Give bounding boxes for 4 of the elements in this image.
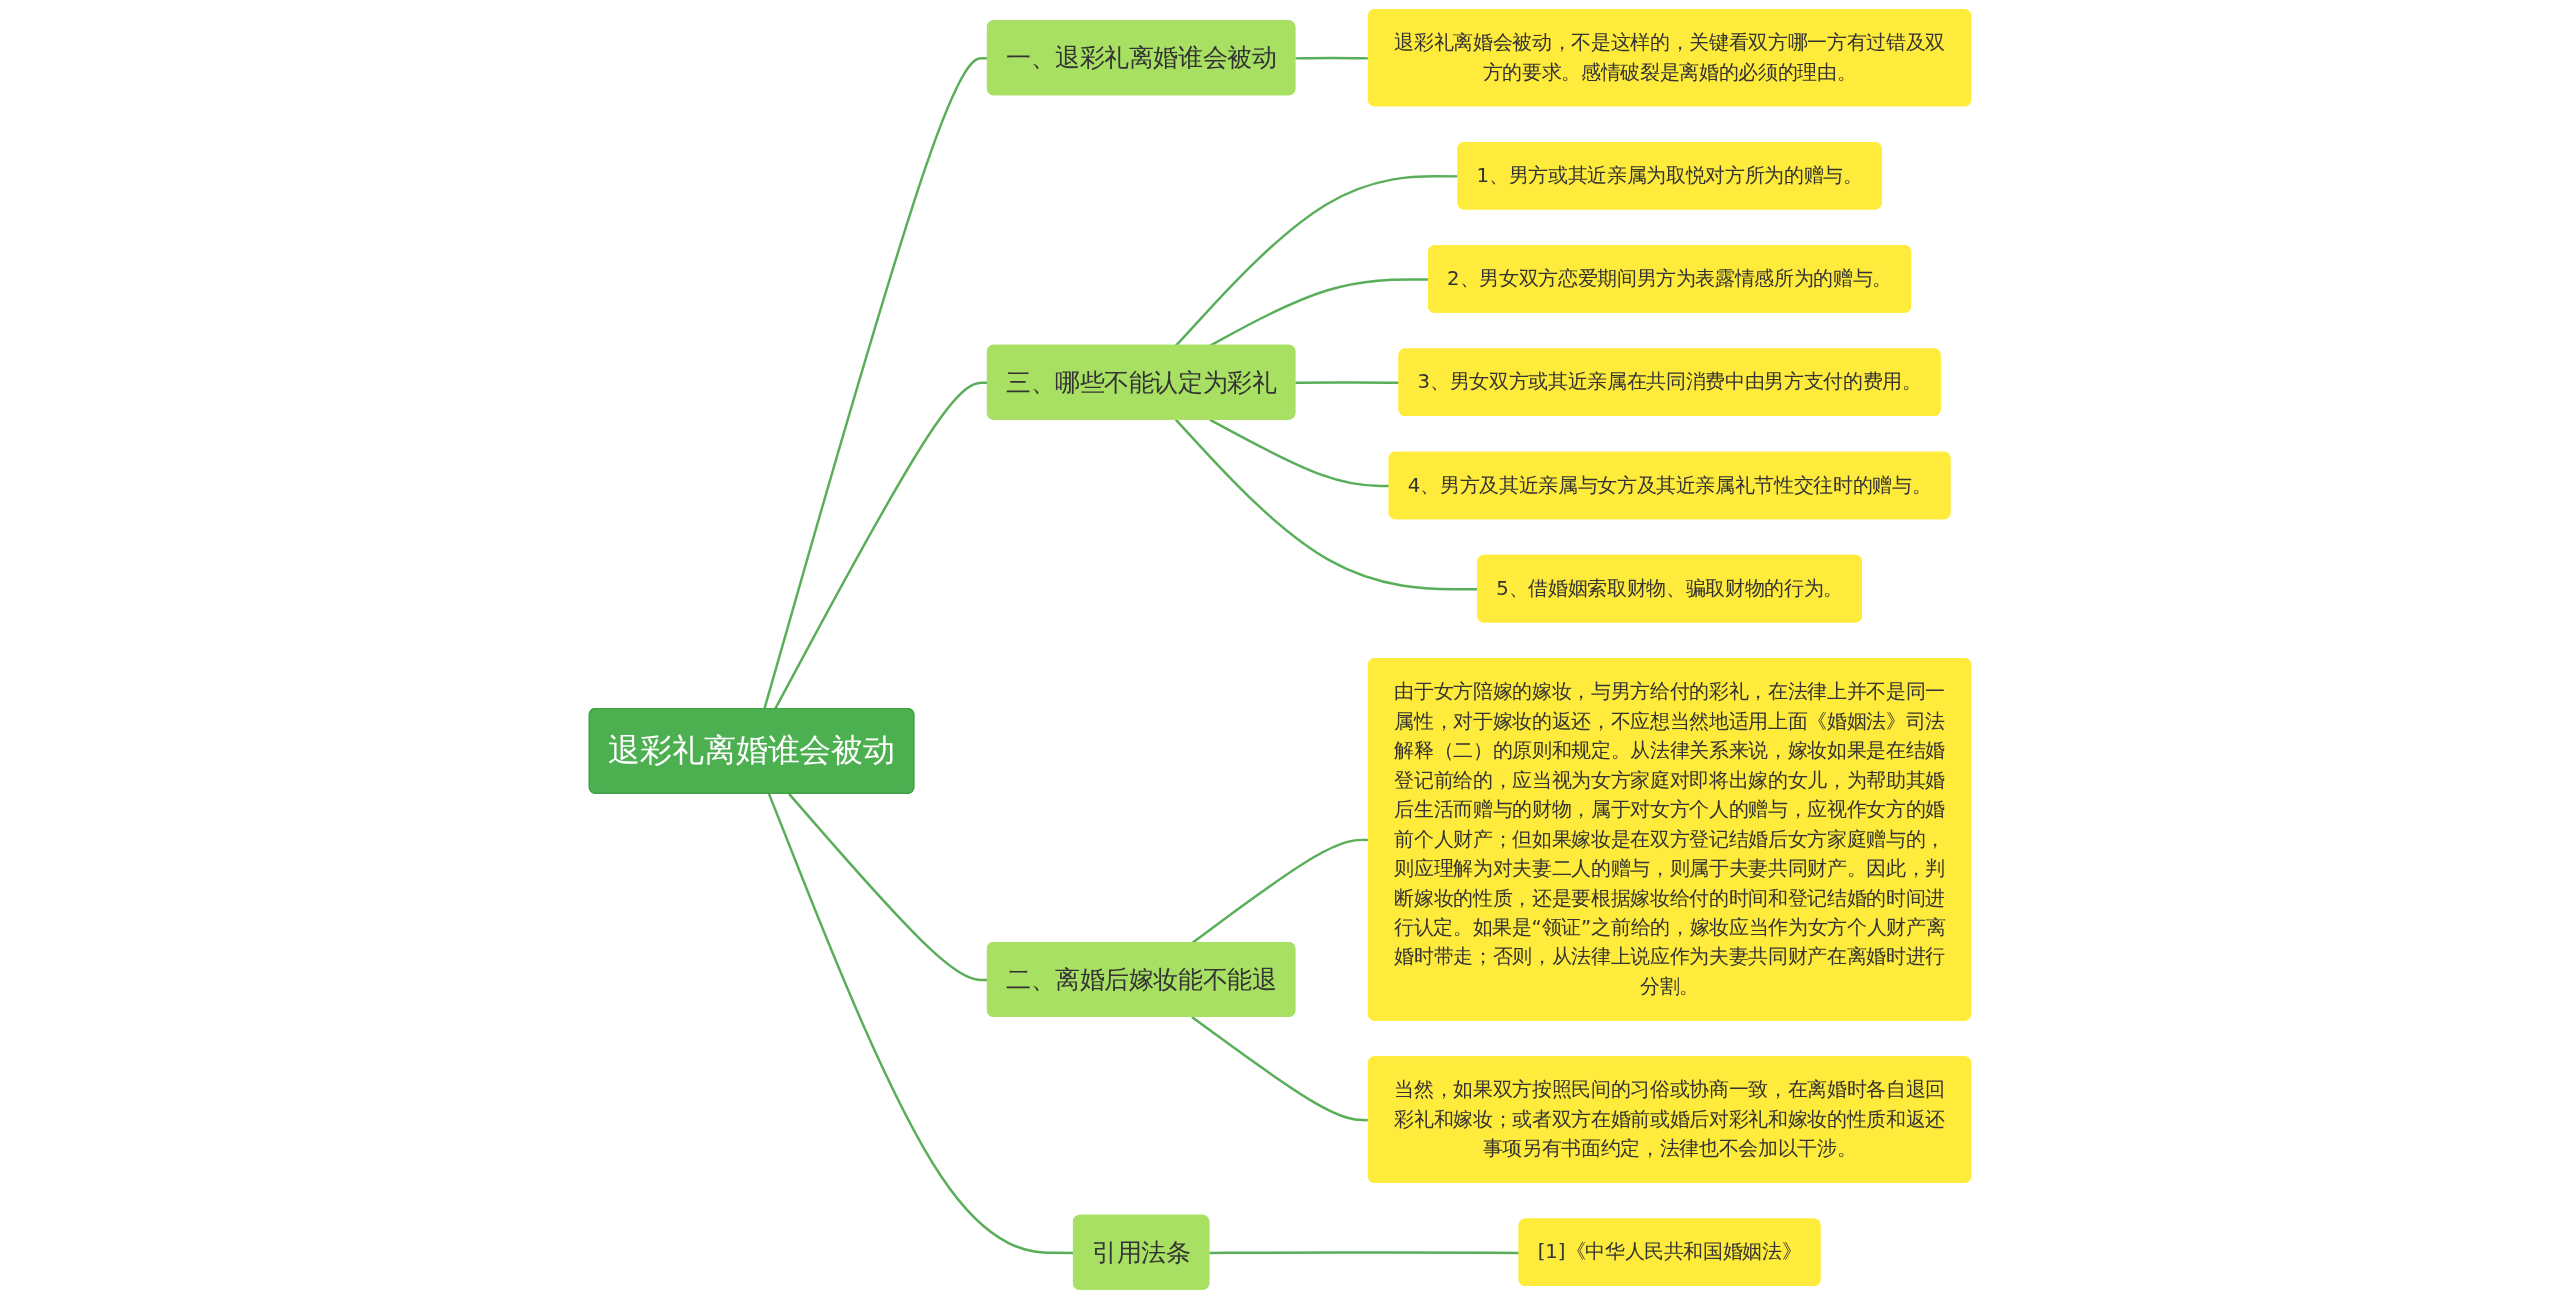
connector xyxy=(1174,175,1459,347)
connector xyxy=(1209,418,1390,488)
connector xyxy=(1209,1251,1520,1255)
connector xyxy=(1295,381,1400,385)
